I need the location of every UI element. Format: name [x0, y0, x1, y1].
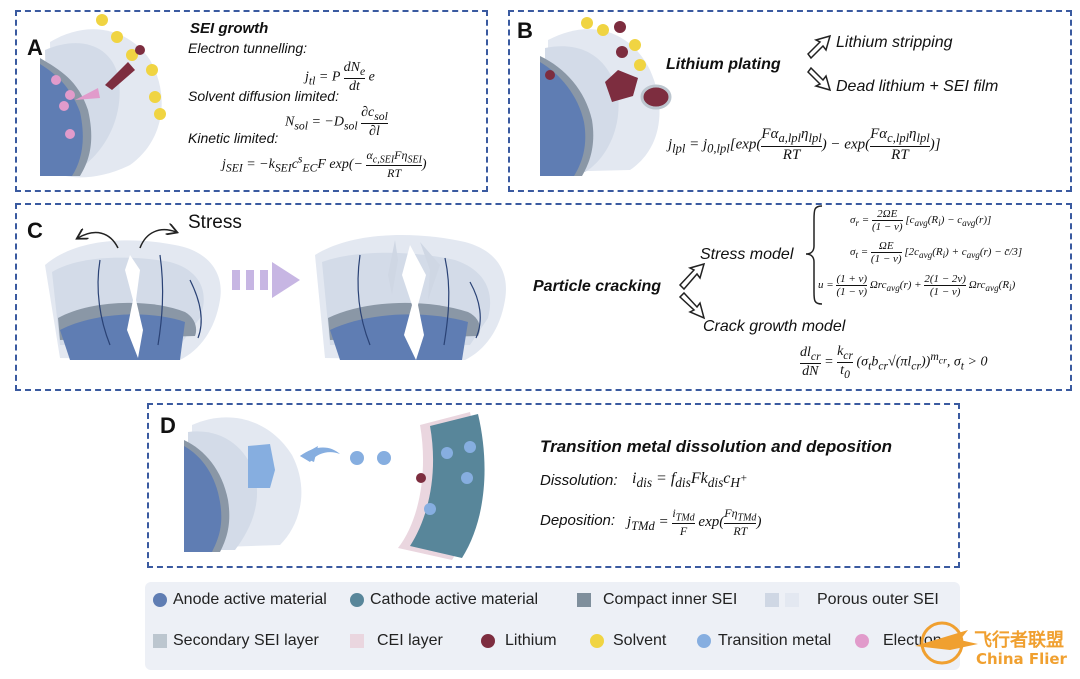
legend-cei: CEI layer: [377, 632, 443, 649]
kinetic-limited-label: Kinetic limited:: [188, 130, 279, 146]
panel-b-label: B: [517, 18, 533, 43]
dead-lithium-label: Dead lithium + SEI film: [836, 78, 999, 95]
cracking-particle-left: [45, 240, 221, 360]
cracking-particle-right: [315, 235, 506, 360]
compact-sei-swatch: [577, 593, 591, 607]
panel-a: [15, 10, 488, 192]
panel-b: [508, 10, 1072, 192]
stress-model-label: Stress model: [700, 246, 794, 263]
solvent-swatch: [590, 634, 604, 648]
legend: Anode active material Cathode active mat…: [145, 582, 960, 670]
panel-a-label: A: [27, 35, 43, 60]
lithium-plating-title: Lithium plating: [666, 56, 781, 73]
transition-metal-swatch: [697, 634, 711, 648]
cathode-particle-d: [398, 412, 485, 560]
anode-particle-a: [40, 29, 162, 178]
solvent-diffusion-label: Solvent diffusion limited:: [188, 88, 339, 104]
porous-sei-swatch-2: [785, 593, 799, 607]
electron-tunnelling-label: Electron tunnelling:: [188, 40, 308, 56]
displacement-equation: u = (1 + ν)(1 − ν) Ωrcavg(r) + 2(1 − 2ν)…: [818, 273, 1016, 298]
watermark-en: China Flier: [976, 650, 1067, 668]
sigma-r-equation: σr = 2ΩE(1 − ν) [cavg(Ri) − cavg(r)]: [850, 208, 992, 233]
cathode-swatch: [350, 593, 364, 607]
anode-particle-b: [540, 29, 660, 176]
solvent-molecules-a: [96, 14, 166, 120]
legend-solvent: Solvent: [613, 632, 667, 649]
panel-d-label: D: [160, 413, 176, 438]
crack-model-arrow: [678, 291, 706, 320]
legend-anode: Anode active material: [173, 591, 327, 608]
legend-porous-sei: Porous outer SEI: [817, 591, 939, 608]
secondary-sei-swatch: [153, 634, 167, 648]
legend-transition-metal: Transition metal: [718, 632, 832, 649]
cei-swatch: [350, 634, 364, 648]
panel-d: [147, 403, 960, 568]
crack-growth-model-label: Crack growth model: [703, 318, 846, 335]
stripping-arrow: [807, 34, 832, 60]
progression-arrow: [232, 262, 300, 298]
lithium-plating-b: [545, 17, 672, 110]
particle-cracking-title: Particle cracking: [533, 278, 662, 295]
legend-lithium: Lithium: [505, 632, 557, 649]
dissolution-label: Dissolution:: [540, 472, 618, 489]
transition-metal-title: Transition metal dissolution and deposit…: [540, 437, 892, 456]
lithium-stripping-label: Lithium stripping: [836, 34, 953, 51]
transition-metal-migration: [300, 446, 391, 465]
stress-arrow-right: [139, 230, 176, 249]
watermark-cn: 飞行者联盟: [974, 630, 1064, 651]
anode-swatch: [153, 593, 167, 607]
legend-compact-sei: Compact inner SEI: [603, 591, 738, 608]
deposition-label: Deposition:: [540, 512, 616, 529]
electrons-a: [51, 75, 100, 139]
sigma-t-equation: σt = ΩE(1 − ν) [2cavg(Ri) + cavg(r) − c̄…: [850, 240, 1023, 265]
equation-brace: [805, 205, 823, 305]
stress-arrow-left: [78, 233, 119, 249]
electron-swatch: [855, 634, 869, 648]
sei-growth-title: SEI growth: [190, 20, 269, 37]
diffusion-equation: Nsol = −Dsol ∂csol∂l: [285, 105, 388, 139]
panel-c: [15, 203, 1072, 391]
anode-particle-d: [184, 417, 302, 552]
porous-sei-swatch-1: [765, 593, 779, 607]
legend-secondary-sei: Secondary SEI layer: [173, 632, 319, 649]
lithium-swatch: [481, 634, 495, 648]
legend-electron: Electron: [883, 632, 942, 649]
stress-model-arrow: [678, 262, 706, 291]
legend-cathode: Cathode active material: [370, 591, 539, 608]
dissolution-equation: idis = fdisFkdiscH+: [632, 470, 748, 491]
stress-label: Stress: [188, 212, 242, 233]
panel-c-label: C: [27, 218, 43, 243]
dead-lithium-arrow: [807, 66, 832, 92]
